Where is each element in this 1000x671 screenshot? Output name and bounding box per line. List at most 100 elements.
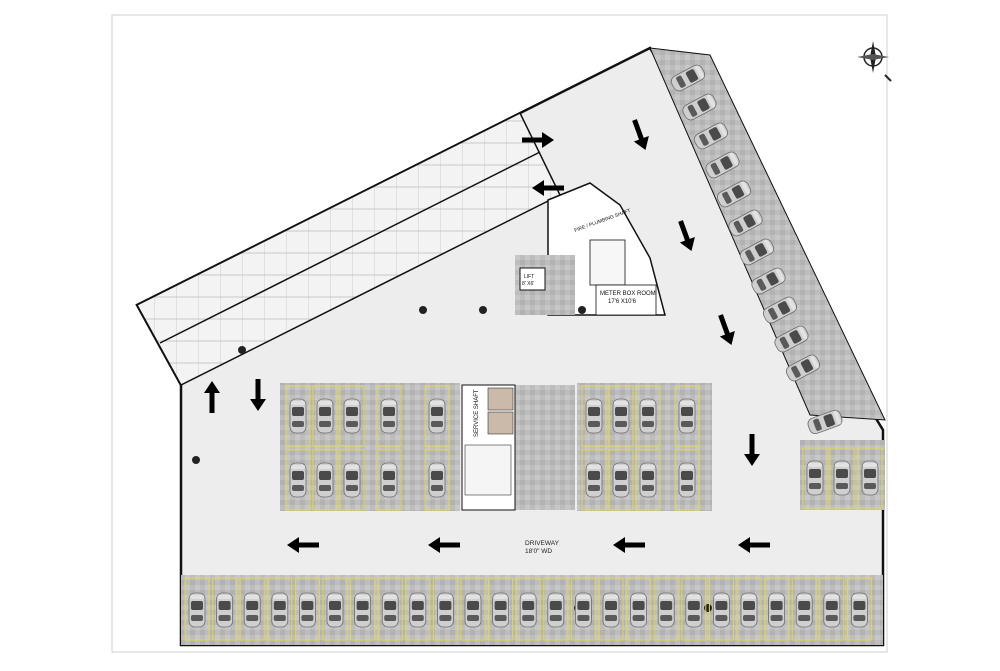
car-icon <box>243 592 261 628</box>
parking-slot <box>543 577 569 641</box>
driveway-label: DRIVEWAY <box>525 540 560 547</box>
parking-slot <box>184 577 210 641</box>
car-icon <box>343 462 361 498</box>
column <box>479 306 487 314</box>
parking-slot <box>424 385 450 447</box>
lift-size-label: 8' X6' <box>522 281 534 287</box>
parking-slot <box>736 577 762 641</box>
parking-slot <box>791 577 817 641</box>
parking-slot <box>674 385 700 447</box>
car-icon <box>639 398 657 434</box>
car-icon <box>519 592 537 628</box>
compass-rose-icon <box>857 41 892 82</box>
car-icon <box>436 592 454 628</box>
car-icon <box>833 460 851 496</box>
parking-slot <box>598 577 624 641</box>
parking-slot <box>635 449 661 511</box>
parking-slot <box>764 577 790 641</box>
car-icon <box>492 592 510 628</box>
lift-label: LIFT <box>524 274 534 280</box>
core-stair <box>464 444 512 496</box>
car-icon <box>639 462 657 498</box>
car-icon <box>712 592 730 628</box>
car-icon <box>380 398 398 434</box>
parking-slot <box>312 449 338 511</box>
car-icon <box>678 398 696 434</box>
car-icon <box>806 460 824 496</box>
parking-slot <box>626 577 652 641</box>
car-icon <box>574 592 592 628</box>
car-icon <box>381 592 399 628</box>
shaft-a <box>487 387 514 411</box>
car-icon <box>768 592 786 628</box>
car-icon <box>354 592 372 628</box>
drawing-frame <box>111 14 888 653</box>
column <box>238 346 246 354</box>
shaft-b <box>487 411 514 435</box>
parking-slot <box>212 577 238 641</box>
car-icon <box>464 592 482 628</box>
car-icon <box>612 398 630 434</box>
parking-slot <box>350 577 376 641</box>
car-icon <box>861 460 879 496</box>
parking-slot <box>405 577 431 641</box>
parking-slot <box>581 385 607 447</box>
car-icon <box>823 592 841 628</box>
car-icon <box>289 398 307 434</box>
car-icon <box>343 398 361 434</box>
car-icon <box>740 592 758 628</box>
parking-slot <box>635 385 661 447</box>
meter-room <box>595 284 657 316</box>
car-icon <box>657 592 675 628</box>
parking-slot <box>460 577 486 641</box>
parking-slot <box>857 447 883 509</box>
parking-slot <box>432 577 458 641</box>
car-icon <box>585 398 603 434</box>
parking-slot <box>515 577 541 641</box>
parking-slot <box>239 577 265 641</box>
car-icon <box>602 592 620 628</box>
column <box>419 306 427 314</box>
parking-slot <box>339 385 365 447</box>
car-icon <box>585 462 603 498</box>
cars <box>184 62 883 641</box>
car-icon <box>428 398 446 434</box>
car-icon <box>326 592 344 628</box>
car-icon <box>380 462 398 498</box>
parking-slot <box>285 385 311 447</box>
car-icon <box>612 462 630 498</box>
parking-slot <box>608 449 634 511</box>
car-icon <box>298 592 316 628</box>
service-shaft-label: SERVICE SHAFT <box>474 389 480 437</box>
car-icon <box>850 592 868 628</box>
lift-box <box>519 267 546 291</box>
column <box>704 604 712 612</box>
parking-slot <box>708 577 734 641</box>
car-icon <box>795 592 813 628</box>
parking-slot <box>846 577 872 641</box>
car-icon <box>547 592 565 628</box>
parking-slot <box>581 449 607 511</box>
ramp-divider <box>159 151 541 344</box>
parking-slot <box>322 577 348 641</box>
core-paving <box>515 385 575 510</box>
parking-slot <box>570 577 596 641</box>
car-icon <box>678 462 696 498</box>
parking-slot <box>424 449 450 511</box>
meter-room-size-label: 17'6 X10'6 <box>608 299 637 305</box>
parking-slot <box>377 577 403 641</box>
car-icon <box>685 592 703 628</box>
parking-slot <box>488 577 514 641</box>
car-icon <box>188 592 206 628</box>
parking-slot <box>829 447 855 509</box>
parking-slot <box>802 447 828 509</box>
parking-slot <box>819 577 845 641</box>
parking-slot <box>674 449 700 511</box>
parking-slot <box>376 449 402 511</box>
meter-room-label: METER BOX ROOM <box>600 291 656 297</box>
car-icon <box>289 462 307 498</box>
parking-slot <box>339 449 365 511</box>
parking-slot <box>653 577 679 641</box>
